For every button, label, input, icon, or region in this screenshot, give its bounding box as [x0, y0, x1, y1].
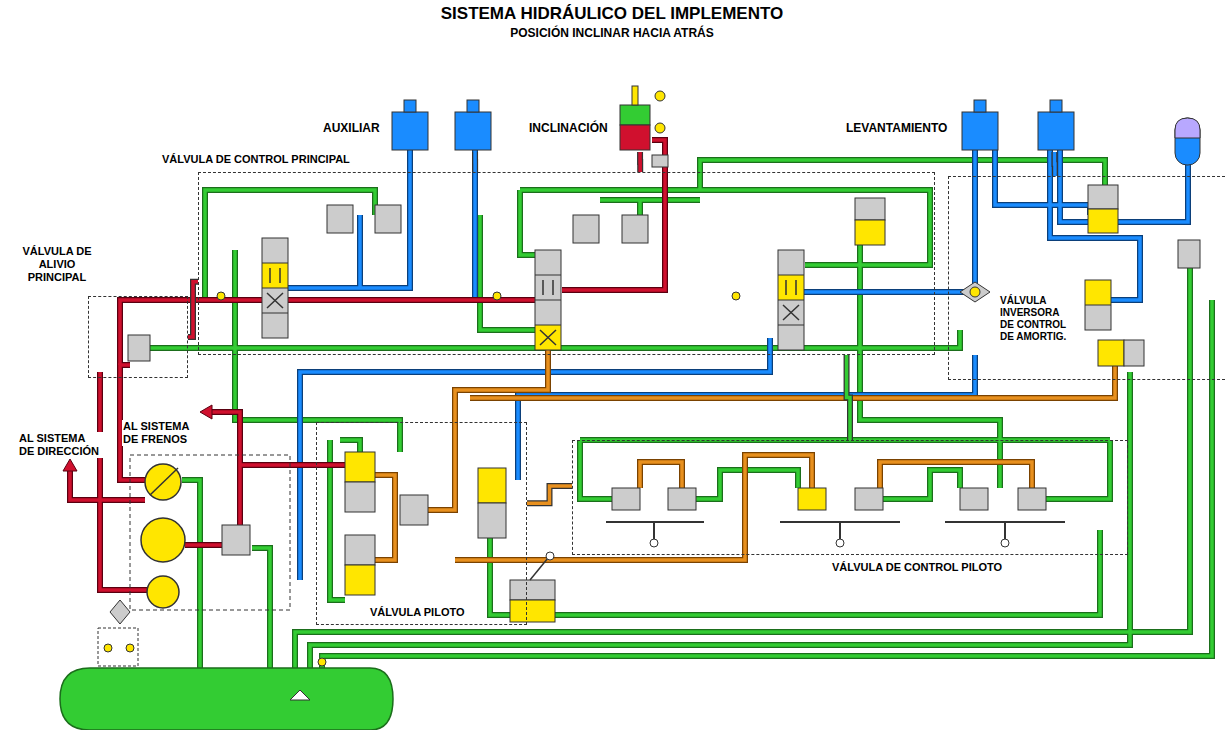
destination-label: AL SISTEMA DE FRENOS [122, 420, 204, 446]
node-label: VÁLVULA INVERSORA DE CONTROL DE AMORTIG. [999, 295, 1073, 343]
pipe-connector [527, 486, 572, 503]
valve-housing: VÁLVULA DE CONTROL PILOTO [572, 440, 1128, 555]
pipe-connector [475, 152, 476, 172]
valve-housing: VÁLVULA PILOTO [316, 422, 527, 625]
node-label: VÁLVULA DE CONTROL PILOTO [831, 561, 1003, 574]
cylinder-group: INCLINACIÓN [525, 100, 655, 152]
subtitle: POSICIÓN INCLINAR HACIA ATRÁS [509, 26, 715, 40]
pipe-connector [1054, 152, 1055, 176]
diagram-title: SISTEMA HIDRÁULICO DEL IMPLEMENTO [440, 4, 785, 24]
node-label: INCLINACIÓN [528, 121, 609, 135]
cylinder-group: LEVANTAMIENTO [843, 105, 1078, 152]
pipe-connector [188, 282, 198, 337]
node-label: VÁLVULA DE ALIVIO PRINCIPAL [21, 245, 93, 285]
node-label: AUXILIAR [322, 121, 381, 135]
valve-housing: VÁLVULA DE CONTROL PRINCIPAL [198, 172, 935, 355]
pipe-connector [640, 152, 641, 172]
cylinder-group: AUXILIAR [320, 105, 495, 152]
destination-label: AL SISTEMA DE DIRECCIÓN [18, 432, 104, 458]
node-label: VÁLVULA DE CONTROL PRINCIPAL [161, 153, 351, 166]
valve-housing: VÁLVULA INVERSORA DE CONTROL DE AMORTIG. [948, 176, 1225, 380]
pipe-connector [847, 355, 850, 440]
valve-housing: VÁLVULA DE ALIVIO PRINCIPAL [88, 296, 188, 378]
node-label: LEVANTAMIENTO [845, 121, 948, 135]
node-label: VÁLVULA PILOTO [369, 606, 466, 619]
